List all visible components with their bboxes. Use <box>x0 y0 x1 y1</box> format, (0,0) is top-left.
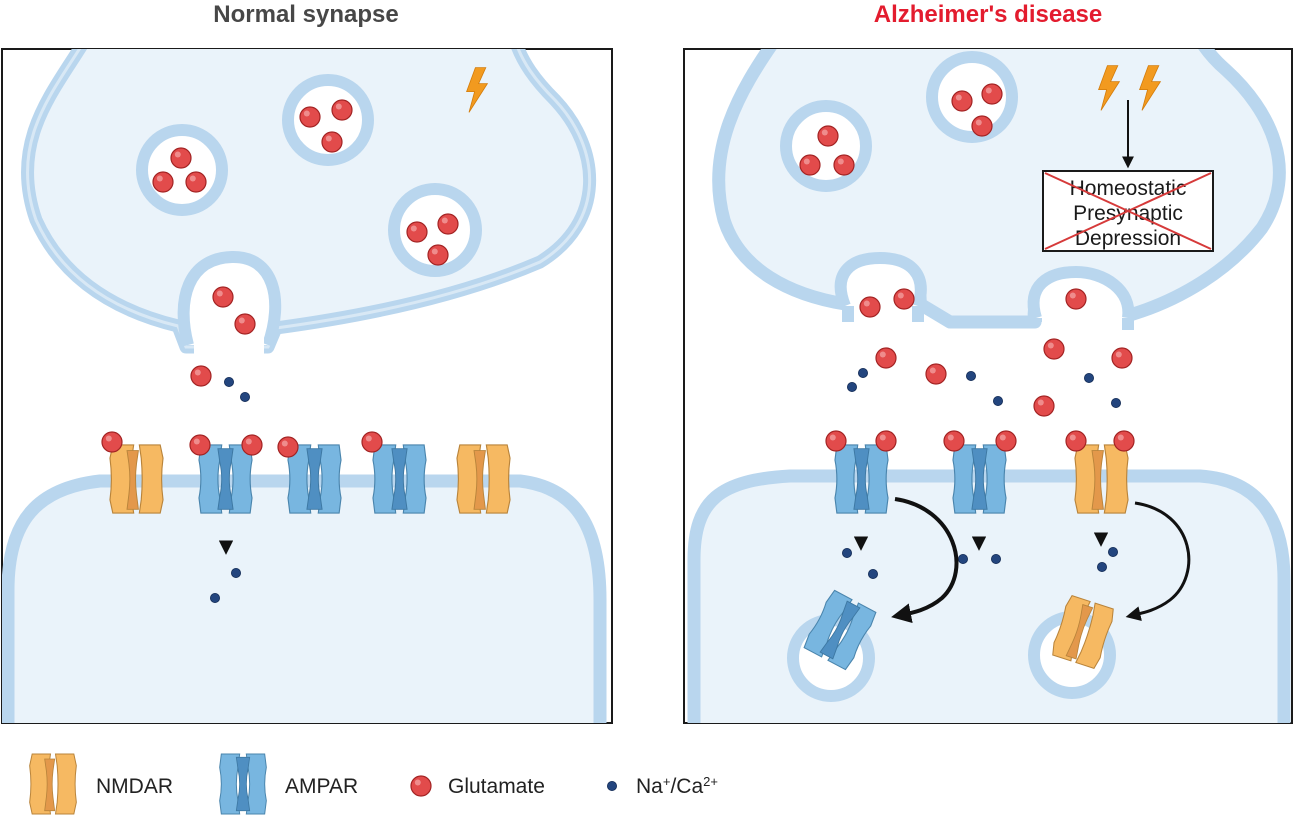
glutamate-icon <box>893 288 915 310</box>
legend: NMDAR AMPAR Glutamate Na+/Ca2+ <box>29 753 718 815</box>
glutamate-icon <box>410 775 432 797</box>
box-line-2: Presynaptic <box>1073 202 1183 225</box>
glutamate-icon <box>859 296 881 318</box>
ion-icon <box>223 376 235 388</box>
homeostatic-depression-box: Homeostatic Presynaptic Depression <box>1042 170 1214 252</box>
ion-ca: /Ca <box>670 775 703 798</box>
glutamate-icon <box>101 431 123 453</box>
glutamate-icon <box>361 431 383 453</box>
box-line-1: Homeostatic <box>1070 177 1187 200</box>
title-alzheimers-disease: Alzheimer's disease <box>873 1 1103 28</box>
glutamate-icon <box>1065 288 1087 310</box>
ion-icon <box>1097 562 1107 572</box>
glutamate-icon <box>799 154 821 176</box>
glutamate-icon <box>925 363 947 385</box>
glutamate-icon <box>152 171 174 193</box>
glutamate-icon <box>321 131 343 153</box>
glutamate-icon <box>189 434 211 456</box>
panel-normal-synapse <box>1 48 613 724</box>
glutamate-icon <box>437 213 459 235</box>
ion-icon <box>842 548 852 558</box>
glutamate-icon <box>1111 347 1133 369</box>
ion-icon <box>868 569 878 579</box>
glutamate-icon <box>1113 430 1135 452</box>
glutamate-icon <box>1065 430 1087 452</box>
ion-icon <box>993 395 1003 407</box>
ion-icon <box>991 554 1001 564</box>
glutamate-icon <box>1033 395 1055 417</box>
ion-icon <box>858 367 868 379</box>
glutamate-icon <box>427 244 449 266</box>
glutamate-icon <box>825 430 847 452</box>
ampar-receptor-icon <box>372 444 427 514</box>
ion-icon <box>1111 397 1121 409</box>
postsynaptic-terminal-right <box>687 469 1291 723</box>
glutamate-icon <box>875 347 897 369</box>
glutamate-icon <box>995 430 1017 452</box>
glutamate-icon <box>234 313 256 335</box>
glutamate-icon <box>971 115 993 137</box>
postsynaptic-terminal-left <box>2 474 607 723</box>
legend-label-nmdar: NMDAR <box>96 775 173 798</box>
glutamate-icon <box>212 286 234 308</box>
glutamate-icon <box>951 90 973 112</box>
ion-icon <box>230 568 242 578</box>
ion-ca-charge: 2+ <box>703 774 718 789</box>
glutamate-icon <box>875 430 897 452</box>
ion-icon <box>958 554 968 564</box>
vesicle <box>282 74 374 166</box>
panel-alzheimers-disease: Homeostatic Presynaptic Depression <box>683 48 1293 724</box>
legend-label-ions: Na+/Ca2+ <box>636 774 718 799</box>
glutamate-icon <box>406 221 428 243</box>
ion-icon <box>1084 372 1094 384</box>
glutamate-icon <box>241 434 263 456</box>
ampar-receptor-icon <box>287 444 342 514</box>
glutamate-icon <box>1043 338 1065 360</box>
ion-na: Na <box>636 775 663 798</box>
glutamate-icon <box>331 99 353 121</box>
vesicle <box>388 183 482 277</box>
legend-label-ampar: AMPAR <box>285 775 358 798</box>
ion-icon <box>239 391 251 403</box>
glutamate-icon <box>277 436 299 458</box>
cross-out-icon <box>1044 172 1212 250</box>
ion-icon <box>966 370 976 382</box>
legend-label-glutamate: Glutamate <box>448 775 545 798</box>
nmdar-receptor-icon <box>29 753 77 815</box>
ion-na-charge: + <box>663 774 671 789</box>
title-normal-synapse: Normal synapse <box>213 1 399 28</box>
glutamate-icon <box>185 171 207 193</box>
ampar-receptor-icon <box>219 753 267 815</box>
glutamate-icon <box>817 125 839 147</box>
glutamate-icon <box>170 147 192 169</box>
vesicle <box>926 51 1018 143</box>
glutamate-icon <box>833 154 855 176</box>
glutamate-icon <box>190 365 212 387</box>
internalization-arrow <box>1125 501 1191 621</box>
vesicle <box>136 124 228 216</box>
ion-icon <box>847 381 857 393</box>
ion-icon <box>607 781 617 791</box>
glutamate-icon <box>299 106 321 128</box>
glutamate-icon <box>981 83 1003 105</box>
ion-icon <box>1108 547 1118 557</box>
ion-icon <box>209 593 221 603</box>
internalization-arrow <box>891 497 959 624</box>
box-line-3: Depression <box>1075 227 1181 250</box>
glutamate-icon <box>943 430 965 452</box>
